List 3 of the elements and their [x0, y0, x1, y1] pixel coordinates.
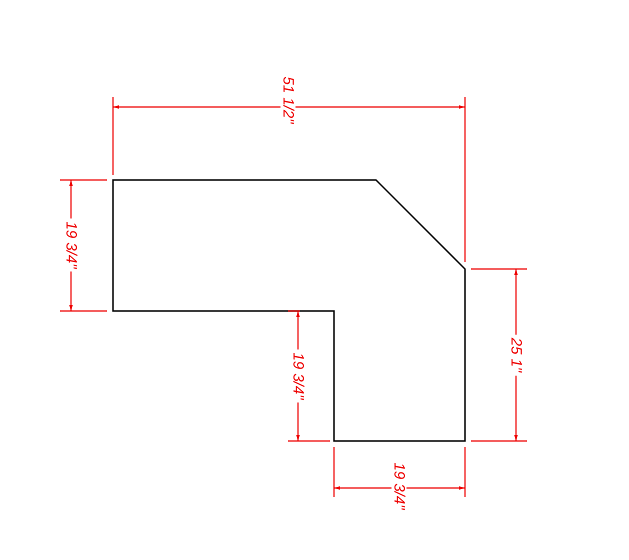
dimension-text: 19 3/4" [64, 218, 78, 272]
dimension-text: 25 1" [508, 334, 524, 376]
dimension-text: 19 3/4" [290, 349, 306, 403]
